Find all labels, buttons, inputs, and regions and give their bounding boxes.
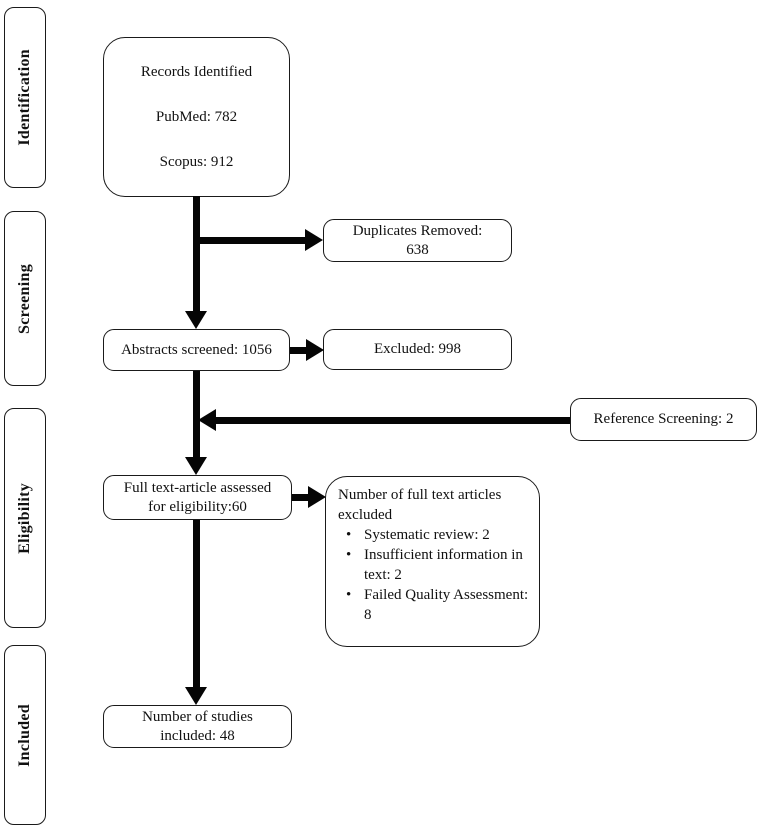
records-pubmed-count: PubMed: 782 xyxy=(155,108,238,125)
stage-included: Included xyxy=(4,645,46,825)
connector-abstracts-to-fulltext xyxy=(193,371,200,459)
fulltext-assessed-line2: for eligibility:60 xyxy=(148,498,247,515)
reference-screening-text: Reference Screening: 2 xyxy=(593,411,734,427)
arrowhead-right-icon xyxy=(308,486,326,508)
arrowhead-down-icon xyxy=(185,687,207,705)
stage-eligibility: Eligibility xyxy=(4,408,46,628)
studies-included-line1: Number of studies xyxy=(142,708,253,725)
stage-screening: Screening xyxy=(4,211,46,386)
arrowhead-left-icon xyxy=(198,409,216,431)
connector-records-to-abstracts xyxy=(193,196,200,313)
records-scopus-count: Scopus: 912 xyxy=(159,153,234,170)
duplicates-removed-box: Duplicates Removed: 638 xyxy=(323,219,512,262)
reference-screening-box: Reference Screening: 2 xyxy=(570,398,757,441)
stage-identification: Identification xyxy=(4,7,46,188)
studies-included-box: Number of studies included: 48 xyxy=(103,705,292,748)
bullet-icon: • xyxy=(346,527,352,543)
fulltext-assessed-box: Full text-article assessed for eligibili… xyxy=(103,475,292,520)
stage-eligibility-label: Eligibility xyxy=(16,482,33,554)
abstracts-screened-text: Abstracts screened: 1056 xyxy=(121,341,272,358)
fulltext-assessed-line1: Full text-article assessed xyxy=(123,479,272,496)
fulltext-excluded-bullet-2: • Insufficient information in text: 2 xyxy=(338,545,529,585)
stage-identification-label: Identification xyxy=(16,49,33,146)
abstracts-screened-box: Abstracts screened: 1056 xyxy=(103,329,290,371)
records-identified-box: Records Identified PubMed: 782 Scopus: 9… xyxy=(103,37,290,197)
arrowhead-down-icon xyxy=(185,311,207,329)
arrowhead-right-icon xyxy=(306,339,324,361)
connector-to-fulltext-excluded xyxy=(292,494,310,501)
stage-included-label: Included xyxy=(16,703,33,767)
arrowhead-right-icon xyxy=(305,229,323,251)
excluded-text: Excluded: 998 xyxy=(373,341,462,357)
excluded-box: Excluded: 998 xyxy=(323,329,512,370)
fulltext-excluded-heading: Number of full text articles excluded xyxy=(338,487,502,523)
bullet-icon: • xyxy=(346,547,352,563)
duplicates-removed-line1: Duplicates Removed: xyxy=(352,222,483,239)
studies-included-line2: included: 48 xyxy=(160,727,235,744)
fulltext-excluded-bullet-1-text: Systematic review: 2 xyxy=(364,527,490,543)
arrowhead-down-icon xyxy=(185,457,207,475)
fulltext-excluded-bullet-3-text: Failed Quality Assessment: 8 xyxy=(364,587,529,623)
connector-fulltext-to-included xyxy=(193,520,200,688)
bullet-icon: • xyxy=(346,587,352,603)
connector-to-excluded xyxy=(290,347,308,354)
fulltext-excluded-bullet-2-text: Insufficient information in text: 2 xyxy=(364,547,523,583)
fulltext-excluded-bullet-3: • Failed Quality Assessment: 8 xyxy=(338,585,529,625)
fulltext-excluded-bullet-1: • Systematic review: 2 xyxy=(338,525,529,545)
connector-reference-to-flow xyxy=(213,417,570,424)
duplicates-removed-line2: 638 xyxy=(406,241,429,258)
connector-to-duplicates xyxy=(196,237,306,244)
records-identified-title: Records Identified xyxy=(140,63,253,80)
stage-screening-label: Screening xyxy=(16,263,33,334)
fulltext-excluded-box: Number of full text articles excluded • … xyxy=(325,476,540,647)
